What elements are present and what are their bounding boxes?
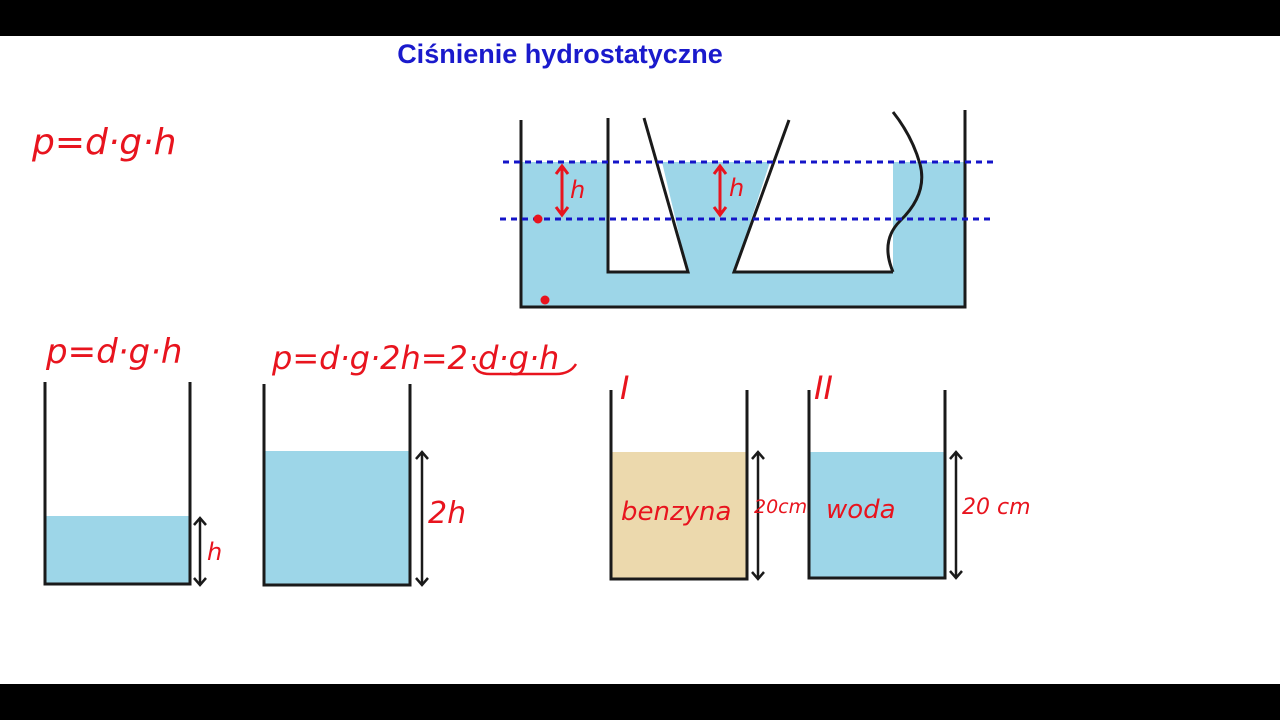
label-vessel-II: II (814, 369, 833, 407)
height-arrow-I (751, 450, 765, 581)
height-arrow-II (949, 450, 963, 580)
curved-wall (886, 111, 924, 273)
label-liquid-I: benzyna (621, 497, 731, 527)
formula-top: p=d·g·h (31, 122, 176, 163)
height-arrow-2 (712, 163, 728, 218)
label-h-small: h (207, 538, 222, 566)
label-h-gap-1: h (570, 176, 585, 204)
height-arrow-tall (415, 450, 429, 587)
insert-inverted-trapezoid (734, 162, 893, 272)
insert-rect-trapezoid (608, 162, 688, 272)
height-arrow-1 (554, 163, 570, 218)
communicating-vessels: h h (500, 110, 995, 309)
vessel-outline (519, 110, 967, 309)
label-height-I: 20cm (754, 496, 807, 518)
formula-middle-vessel: p=d·g·2h=2·d·g·h (271, 339, 559, 377)
diagram-canvas: p=d·g·h h (31, 110, 1031, 587)
point-marker-1 (533, 214, 543, 224)
height-arrow-small (193, 516, 207, 587)
formula-left-vessel: p=d·g·h (45, 332, 182, 372)
label-liquid-II: woda (826, 495, 896, 525)
column-wall-2 (731, 119, 893, 274)
label-vessel-I: I (620, 369, 629, 407)
whiteboard: Ciśnienie hydrostatyczne p=d·g·h (0, 36, 1280, 684)
label-h-gap-2: h (729, 174, 744, 202)
vessel-I-liquid (611, 452, 747, 579)
vessel-tall (262, 384, 412, 587)
column-wall-1 (606, 117, 690, 274)
vessel-II-liquid (809, 452, 945, 578)
vessel-tall-water (264, 451, 410, 585)
vessel-I (609, 390, 749, 581)
vessel-small (43, 382, 192, 586)
underline-brace (472, 363, 578, 376)
label-two-h: 2h (428, 496, 466, 531)
vessel-II (807, 390, 947, 580)
label-height-II: 20 cm (962, 495, 1031, 520)
vessel-small-water (45, 516, 190, 584)
page-title: Ciśnienie hydrostatyczne (397, 39, 723, 69)
point-marker-2 (540, 295, 550, 305)
